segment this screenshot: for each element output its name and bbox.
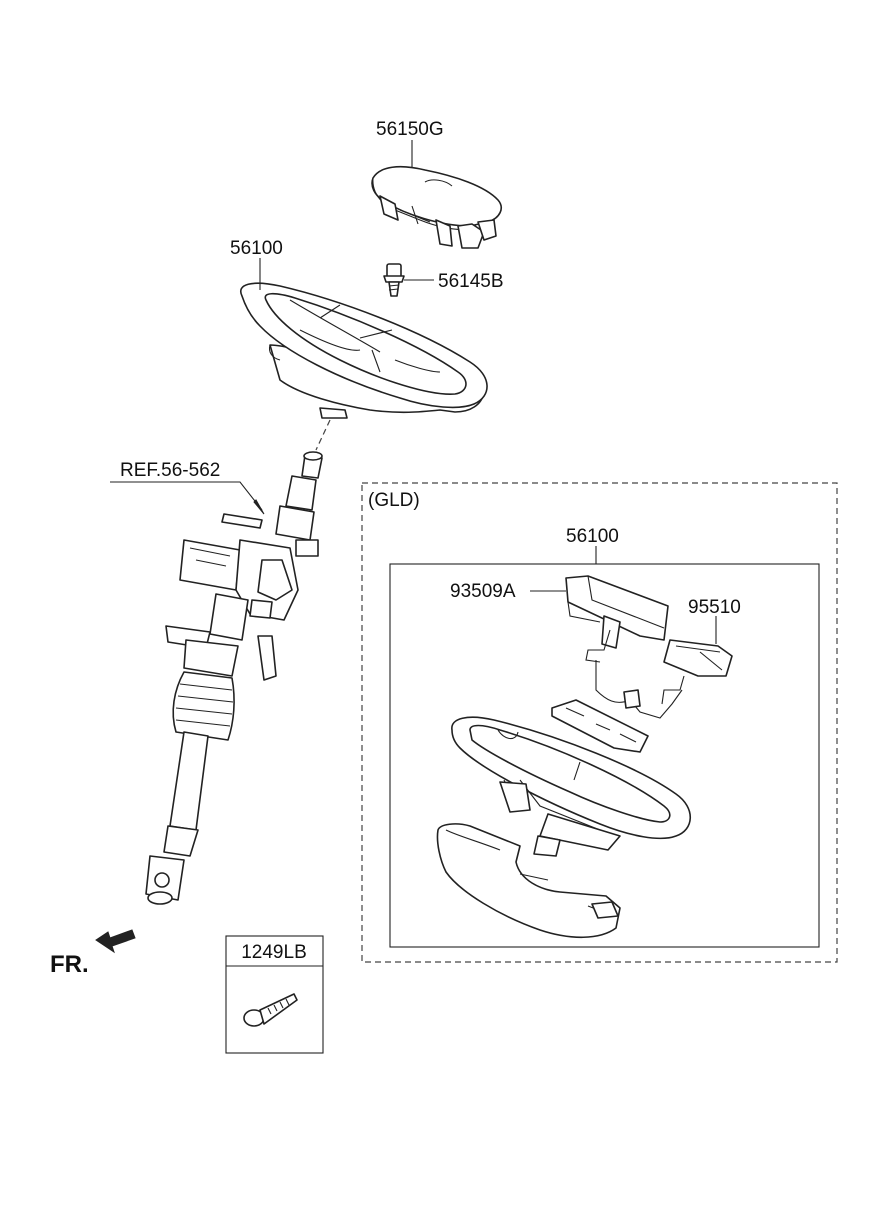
airbag-part-number: 56150G [376,119,444,140]
wheel-part-number: 56100 [230,238,283,259]
ref-arrow-icon [253,499,265,515]
assembly-axis-line [315,419,331,451]
leader-ref [110,481,263,511]
bolt-part-number: 56145B [438,271,504,292]
gld-wheel-part-number: 56100 [566,526,619,547]
front-direction-indicator: FR. [50,929,136,978]
ref-label: REF.56-562 [120,460,220,481]
gld-label: (GLD) [368,490,420,511]
steering-wheel-gld[interactable] [451,716,691,857]
switch-93509a[interactable] [565,575,669,663]
bolt-56145b[interactable] [383,263,405,297]
airbag-module[interactable] [371,165,502,249]
lower-cover[interactable] [436,823,621,939]
switch-mounting-plate [551,699,649,753]
wire-harness [595,660,683,719]
steering-column[interactable] [145,451,323,905]
switch-right-part-number: 95510 [688,597,741,618]
front-arrow-icon [95,929,136,954]
gld-option-box [361,482,838,963]
gld-assembly-frame [389,563,820,948]
front-label: FR. [50,951,89,978]
screw-label: 1249LB [241,942,307,963]
steering-wheel-main[interactable] [239,282,488,419]
harness-connector [623,689,641,709]
screw-1249lb-box[interactable]: 1249LB [225,935,324,1054]
switch-left-part-number: 93509A [450,581,516,602]
switch-95510[interactable] [661,639,733,705]
screw-icon [243,993,298,1027]
